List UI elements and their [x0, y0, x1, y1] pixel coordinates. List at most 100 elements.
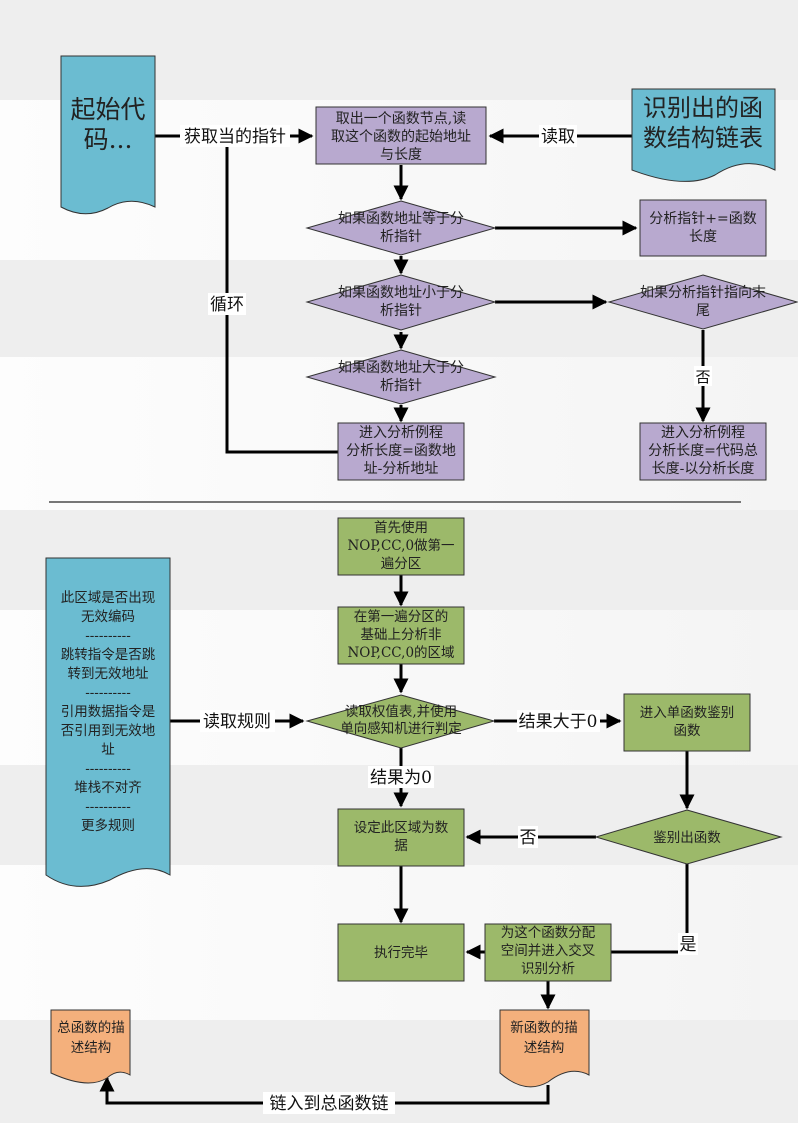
- text-line: 如果函数地址等于分: [338, 210, 464, 227]
- edge-label-read: 读取: [539, 125, 577, 147]
- edge-label-no-top-text: 否: [695, 368, 710, 386]
- text-line: 址: [101, 742, 115, 758]
- node-done-text: 执行完毕: [374, 945, 428, 961]
- decision-if-equal: 如果函数地址等于分析指针: [305, 200, 497, 256]
- node-fetch-text: 取出一个函数节点,读取这个函数的起始地址与长度: [331, 110, 471, 163]
- text-line: 读取规则: [203, 712, 271, 732]
- text-line: NOP,CC,0做第一: [347, 537, 454, 554]
- node-fetch: 取出一个函数节点,读取这个函数的起始地址与长度: [315, 106, 487, 165]
- node-set-data-text: 设定此区域为数据: [354, 820, 449, 854]
- node-function-list-text: 识别出的函数结构链表: [643, 94, 763, 152]
- node-start-code: 起始代码...: [60, 55, 156, 215]
- node-total-struct-text: 总函数的描述结构: [57, 1020, 125, 1056]
- edge-label-no-top: 否: [694, 366, 712, 386]
- node-rules-text: 此区域是否出现无效编码 ---------- 跳转指令是否跳转到无效地址 ------…: [61, 590, 156, 834]
- text-line: 读取: [541, 127, 575, 147]
- edge-label-link-total: 链入到总函数链: [263, 1092, 395, 1114]
- text-line: 遍分区: [381, 556, 422, 572]
- text-line: 析指针: [380, 229, 422, 245]
- node-allocate: 为这个函数分配空间并进入交叉识别分析: [484, 923, 612, 982]
- node-new-struct: 新函数的描述结构: [499, 1009, 590, 1088]
- edge-label-get-pointer-text: 获取当的指针: [184, 127, 286, 147]
- decision-perceptron: 读取权值表,并使用单向感知机进行判定: [305, 694, 496, 749]
- text-line: 读取权值表,并使用: [345, 703, 457, 720]
- decision-if-less-text: 如果函数地址小于分析指针: [338, 285, 464, 319]
- node-enter-routine-a-text: 进入分析例程分析长度=函数地址-分析地址: [346, 425, 456, 477]
- text-line: 分析长度=函数地: [346, 443, 456, 459]
- text-line: 否: [520, 828, 537, 848]
- text-line: 设定此区域为数: [354, 820, 449, 836]
- text-line: 进入分析例程: [359, 425, 443, 441]
- node-single-func: 进入单函数鉴别函数: [623, 693, 751, 752]
- text-line: 获取当的指针: [184, 127, 286, 147]
- edge-label-read-rules-text: 读取规则: [203, 712, 271, 732]
- text-line: 转到无效地址: [68, 666, 149, 682]
- text-line: 循环: [210, 295, 244, 315]
- decision-identified: 鉴别出函数: [594, 809, 783, 865]
- text-line: ----------: [85, 685, 131, 701]
- text-line: 单向感知机进行判定: [340, 720, 462, 737]
- text-line: 结果为0: [370, 768, 432, 788]
- decision-if-end-text: 如果分析指针指向末尾: [640, 285, 766, 319]
- node-done: 执行完毕: [337, 923, 465, 982]
- text-line: 尾: [696, 303, 710, 319]
- node-new-struct-text: 新函数的描述结构: [510, 1020, 578, 1056]
- text-line: 否: [695, 368, 710, 386]
- edge-label-result-gt0: 结果大于0: [517, 710, 600, 732]
- decision-perceptron-text: 读取权值表,并使用单向感知机进行判定: [340, 703, 462, 737]
- text-line: 识别分析: [521, 961, 575, 977]
- text-line: ----------: [85, 628, 131, 644]
- edge-label-link-total-text: 链入到总函数链: [270, 1094, 389, 1114]
- edge-label-loop: 循环: [208, 293, 246, 315]
- edge-label-read-text: 读取: [541, 127, 575, 147]
- text-line: 为这个函数分配: [501, 924, 596, 941]
- edge-label-yes-text: 是: [680, 935, 697, 955]
- text-line: 更多规则: [81, 817, 135, 834]
- text-line: 如果分析指针指向末: [640, 285, 766, 301]
- text-line: 链入到总函数链: [270, 1094, 389, 1114]
- text-line: 进入分析例程: [661, 425, 745, 441]
- text-line: 如果函数地址大于分: [338, 360, 464, 376]
- node-enter-routine-b-text: 进入分析例程分析长度=代码总长度-以分析长度: [648, 425, 758, 477]
- edge-label-read-rules: 读取规则: [200, 710, 275, 732]
- decision-if-greater-text: 如果函数地址大于分析指针: [338, 360, 464, 394]
- text-line: 基础上分析非: [361, 626, 442, 643]
- node-enter-routine-b: 进入分析例程分析长度=代码总长度-以分析长度: [639, 422, 767, 481]
- edge-label-no-bottom-text: 否: [520, 828, 537, 848]
- text-line: 空间并进入交叉: [501, 942, 596, 959]
- text-line: ----------: [85, 799, 131, 815]
- text-line: 结果大于0: [519, 712, 598, 732]
- text-line: 函数: [674, 723, 702, 739]
- text-line: 执行完毕: [374, 945, 428, 961]
- node-set-data: 设定此区域为数据: [337, 808, 465, 867]
- node-function-list: 识别出的函数结构链表: [631, 88, 776, 182]
- text-line: 引用数据指令是: [61, 704, 156, 720]
- text-line: 此区域是否出现: [61, 590, 156, 606]
- text-line: 跳转指令是否跳: [61, 647, 156, 663]
- node-pointer-add-text: 分析指针+=函数长度: [649, 211, 756, 245]
- text-line: 与长度: [380, 147, 422, 163]
- decision-identified-text: 鉴别出函数: [653, 830, 721, 846]
- text-line: 码...: [84, 125, 133, 154]
- text-line: 数结构链表: [643, 124, 763, 152]
- text-line: 址-分析地址: [364, 461, 439, 477]
- text-line: 鉴别出函数: [653, 830, 721, 846]
- text-line: 长度-以分析长度: [652, 461, 755, 477]
- text-line: 新函数的描: [510, 1020, 578, 1036]
- edge-label-result-0: 结果为0: [368, 766, 434, 788]
- edge-label-loop-text: 循环: [210, 295, 244, 315]
- decision-if-less: 如果函数地址小于分析指针: [305, 274, 497, 331]
- text-line: 分析指针+=函数: [649, 211, 756, 227]
- text-line: 是: [680, 935, 697, 955]
- edge-label-no-bottom: 否: [518, 826, 538, 848]
- text-line: 在第一遍分区的: [354, 608, 449, 625]
- text-line: 如果函数地址小于分: [338, 285, 464, 301]
- text-line: 无效编码: [81, 609, 135, 625]
- text-line: 堆栈不对齐: [74, 780, 142, 796]
- text-line: 分析长度=代码总: [648, 443, 758, 459]
- decision-if-greater: 如果函数地址大于分析指针: [305, 349, 497, 405]
- background-band: [0, 1020, 798, 1123]
